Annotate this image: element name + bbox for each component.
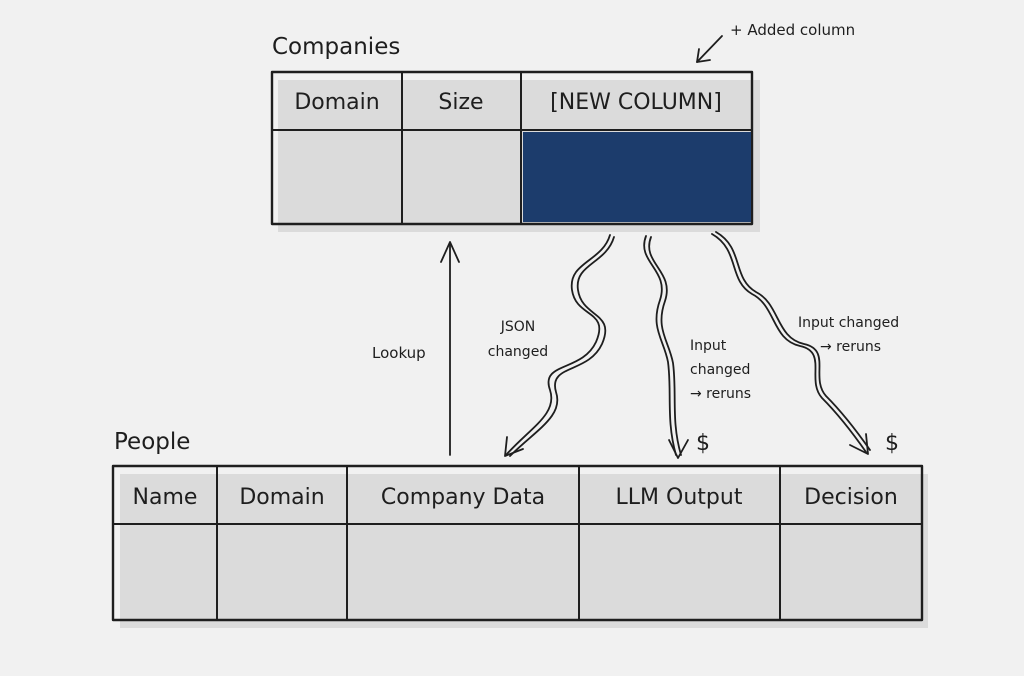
companies-header-new-column: [NEW COLUMN] [550,90,722,115]
new-column-highlight-cell [523,132,751,222]
input-changed-arrow-llm [643,235,689,459]
people-header-name: Name [133,485,198,510]
companies-header-size: Size [438,90,483,115]
input-changed-llm-line3: → reruns [690,386,751,402]
companies-header-domain: Domain [294,90,379,115]
lookup-arrow [440,241,460,456]
input-changed-decision-line1: Input changed [798,315,899,331]
cost-marker-llm: $ [696,431,710,456]
people-header-company-data: Company Data [381,485,545,510]
companies-table-border [270,70,754,226]
people-header-decision: Decision [804,485,898,510]
people-header-llm-output: LLM Output [616,485,743,510]
people-table-shadow [120,474,928,628]
json-changed-arrow [504,234,615,457]
added-column-note: + Added column [730,21,855,39]
lookup-label: Lookup [372,344,426,362]
people-title: People [114,429,190,455]
cost-marker-decision: $ [885,431,899,456]
json-changed-label-line1: JSON [500,319,536,335]
people-header-domain: Domain [239,485,324,510]
people-table-border [111,464,924,622]
people-table: Name Domain Company Data LLM Output Deci… [111,464,928,628]
added-column-arrow [696,35,723,63]
input-changed-llm-line2: changed [690,362,750,378]
json-changed-label-line2: changed [488,344,548,360]
input-changed-arrow-decision [711,231,871,455]
input-changed-llm-line1: Input [690,338,727,354]
input-changed-decision-line2: → reruns [820,339,881,355]
companies-table: Domain Size [NEW COLUMN] [270,70,760,232]
companies-title: Companies [272,34,400,60]
